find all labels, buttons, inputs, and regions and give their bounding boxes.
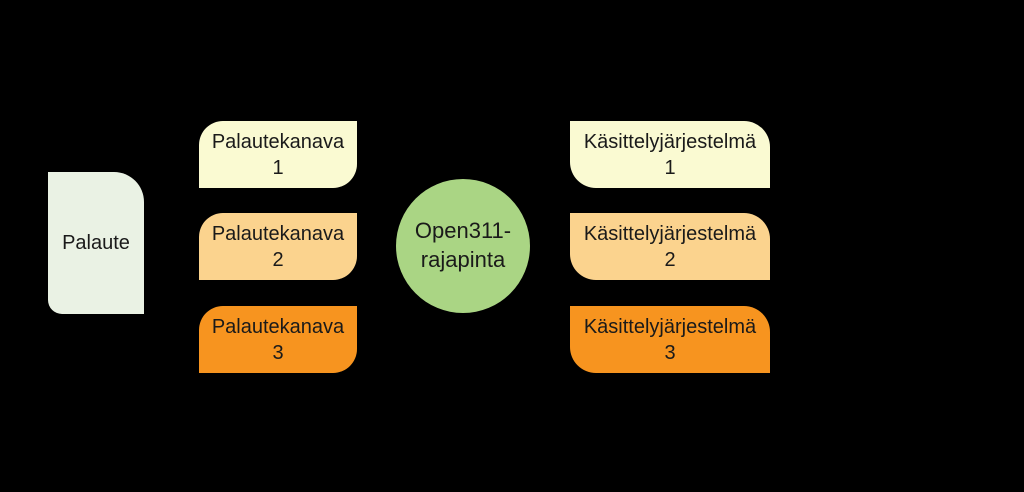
handling-system-3-number: 3 <box>664 341 676 364</box>
feedback-channel-1-number: 1 <box>272 156 284 179</box>
palaute-source-label: Palaute <box>62 232 130 254</box>
feedback-channel-3-label: Palautekanava <box>211 315 345 338</box>
feedback-channel-1-box: Palautekanava 1 <box>199 121 357 188</box>
open311-api-label-line1: Open311- <box>414 218 512 244</box>
handling-system-1-label: Käsittelyjärjestelmä <box>583 130 757 153</box>
open311-api-label-line2: rajapinta <box>420 247 506 272</box>
feedback-channel-2-number: 2 <box>272 248 284 271</box>
handling-system-3-box: Käsittelyjärjestelmä 3 <box>570 306 770 373</box>
handling-system-1-number: 1 <box>664 156 676 179</box>
handling-system-3-label: Käsittelyjärjestelmä <box>583 315 757 338</box>
feedback-channel-2-label: Palautekanava <box>211 222 345 245</box>
handling-system-2-number: 2 <box>664 248 676 271</box>
feedback-channel-1-label: Palautekanava <box>211 130 345 153</box>
handling-system-2-box: Käsittelyjärjestelmä 2 <box>570 213 770 280</box>
handling-system-2-label: Käsittelyjärjestelmä <box>583 222 757 245</box>
feedback-channel-2-box: Palautekanava 2 <box>199 213 357 280</box>
handling-system-1-box: Käsittelyjärjestelmä 1 <box>570 121 770 188</box>
feedback-channel-3-number: 3 <box>272 341 284 364</box>
feedback-channel-3-box: Palautekanava 3 <box>199 306 357 373</box>
palaute-source-shape: Palaute <box>48 172 144 314</box>
open311-api-circle: Open311- rajapinta <box>396 179 530 313</box>
